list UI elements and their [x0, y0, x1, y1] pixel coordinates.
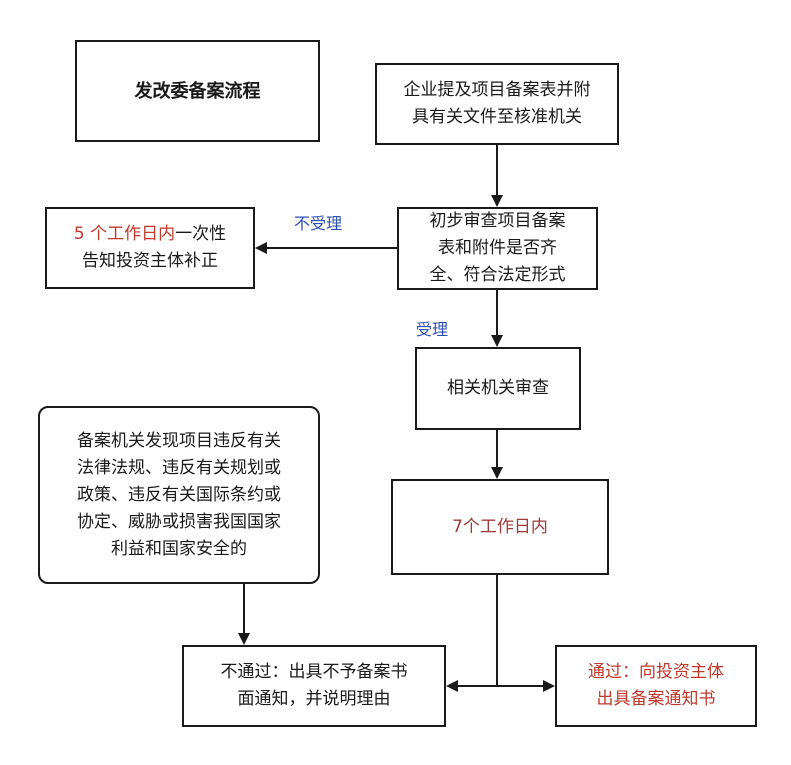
preliminary-line-3: 全、符合法定形式 [429, 265, 566, 285]
page-title: 发改委备案流程 [134, 80, 261, 102]
violation-node: 备案机关发现项目违反有关 法律法规、违反有关规划或 政策、违反有关国际条约或 协… [38, 406, 320, 584]
approve-node: 通过：向投资主体 出具备案通知书 [555, 645, 757, 727]
approve-line-2: 出具备案通知书 [596, 689, 716, 709]
submit-line-1: 企业提及项目备案表并附 [403, 80, 591, 100]
review-node: 相关机关审查 [415, 347, 581, 430]
violation-line-1: 备案机关发现项目违反有关 [77, 430, 281, 451]
reject-line-1: 不通过：出具不予备案书 [220, 662, 408, 682]
notify-line-2: 告知投资主体补正 [81, 251, 218, 271]
review-text: 相关机关审查 [447, 378, 549, 398]
violation-line-4: 协定、威胁或损害我国国家 [77, 511, 281, 532]
deadline-node: 7个工作日内 [391, 479, 609, 575]
not-accepted-label: 不受理 [294, 214, 343, 233]
approve-line-1: 通过：向投资主体 [588, 662, 724, 682]
violation-line-3: 政策、违反有关国际条约或 [77, 484, 281, 505]
reject-node: 不通过：出具不予备案书 面通知，并说明理由 [182, 645, 446, 727]
preliminary-node: 初步审查项目备案 表和附件是否齐 全、符合法定形式 [397, 207, 598, 290]
violation-line-5: 利益和国家安全的 [111, 538, 247, 559]
preliminary-line-2: 表和附件是否齐 [438, 238, 557, 258]
submit-node: 企业提及项目备案表并附 具有关文件至核准机关 [375, 63, 619, 145]
notify-line-1-rest: 一次性 [175, 224, 227, 244]
preliminary-line-1: 初步审查项目备案 [429, 211, 566, 231]
notify-correction-node: 5 个工作日内一次性 告知投资主体补正 [45, 207, 255, 289]
notify-deadline-highlight: 5 个工作日内 [73, 224, 176, 244]
reject-line-2: 面通知，并说明理由 [237, 689, 391, 709]
submit-line-2: 具有关文件至核准机关 [412, 107, 582, 127]
deadline-text: 7个工作日内 [452, 516, 548, 537]
violation-line-2: 法律法规、违反有关规划或 [77, 457, 281, 478]
notify-line-1: 5 个工作日内一次性 [74, 221, 226, 248]
title-box: 发改委备案流程 [75, 40, 320, 142]
accepted-label: 受理 [416, 320, 449, 339]
